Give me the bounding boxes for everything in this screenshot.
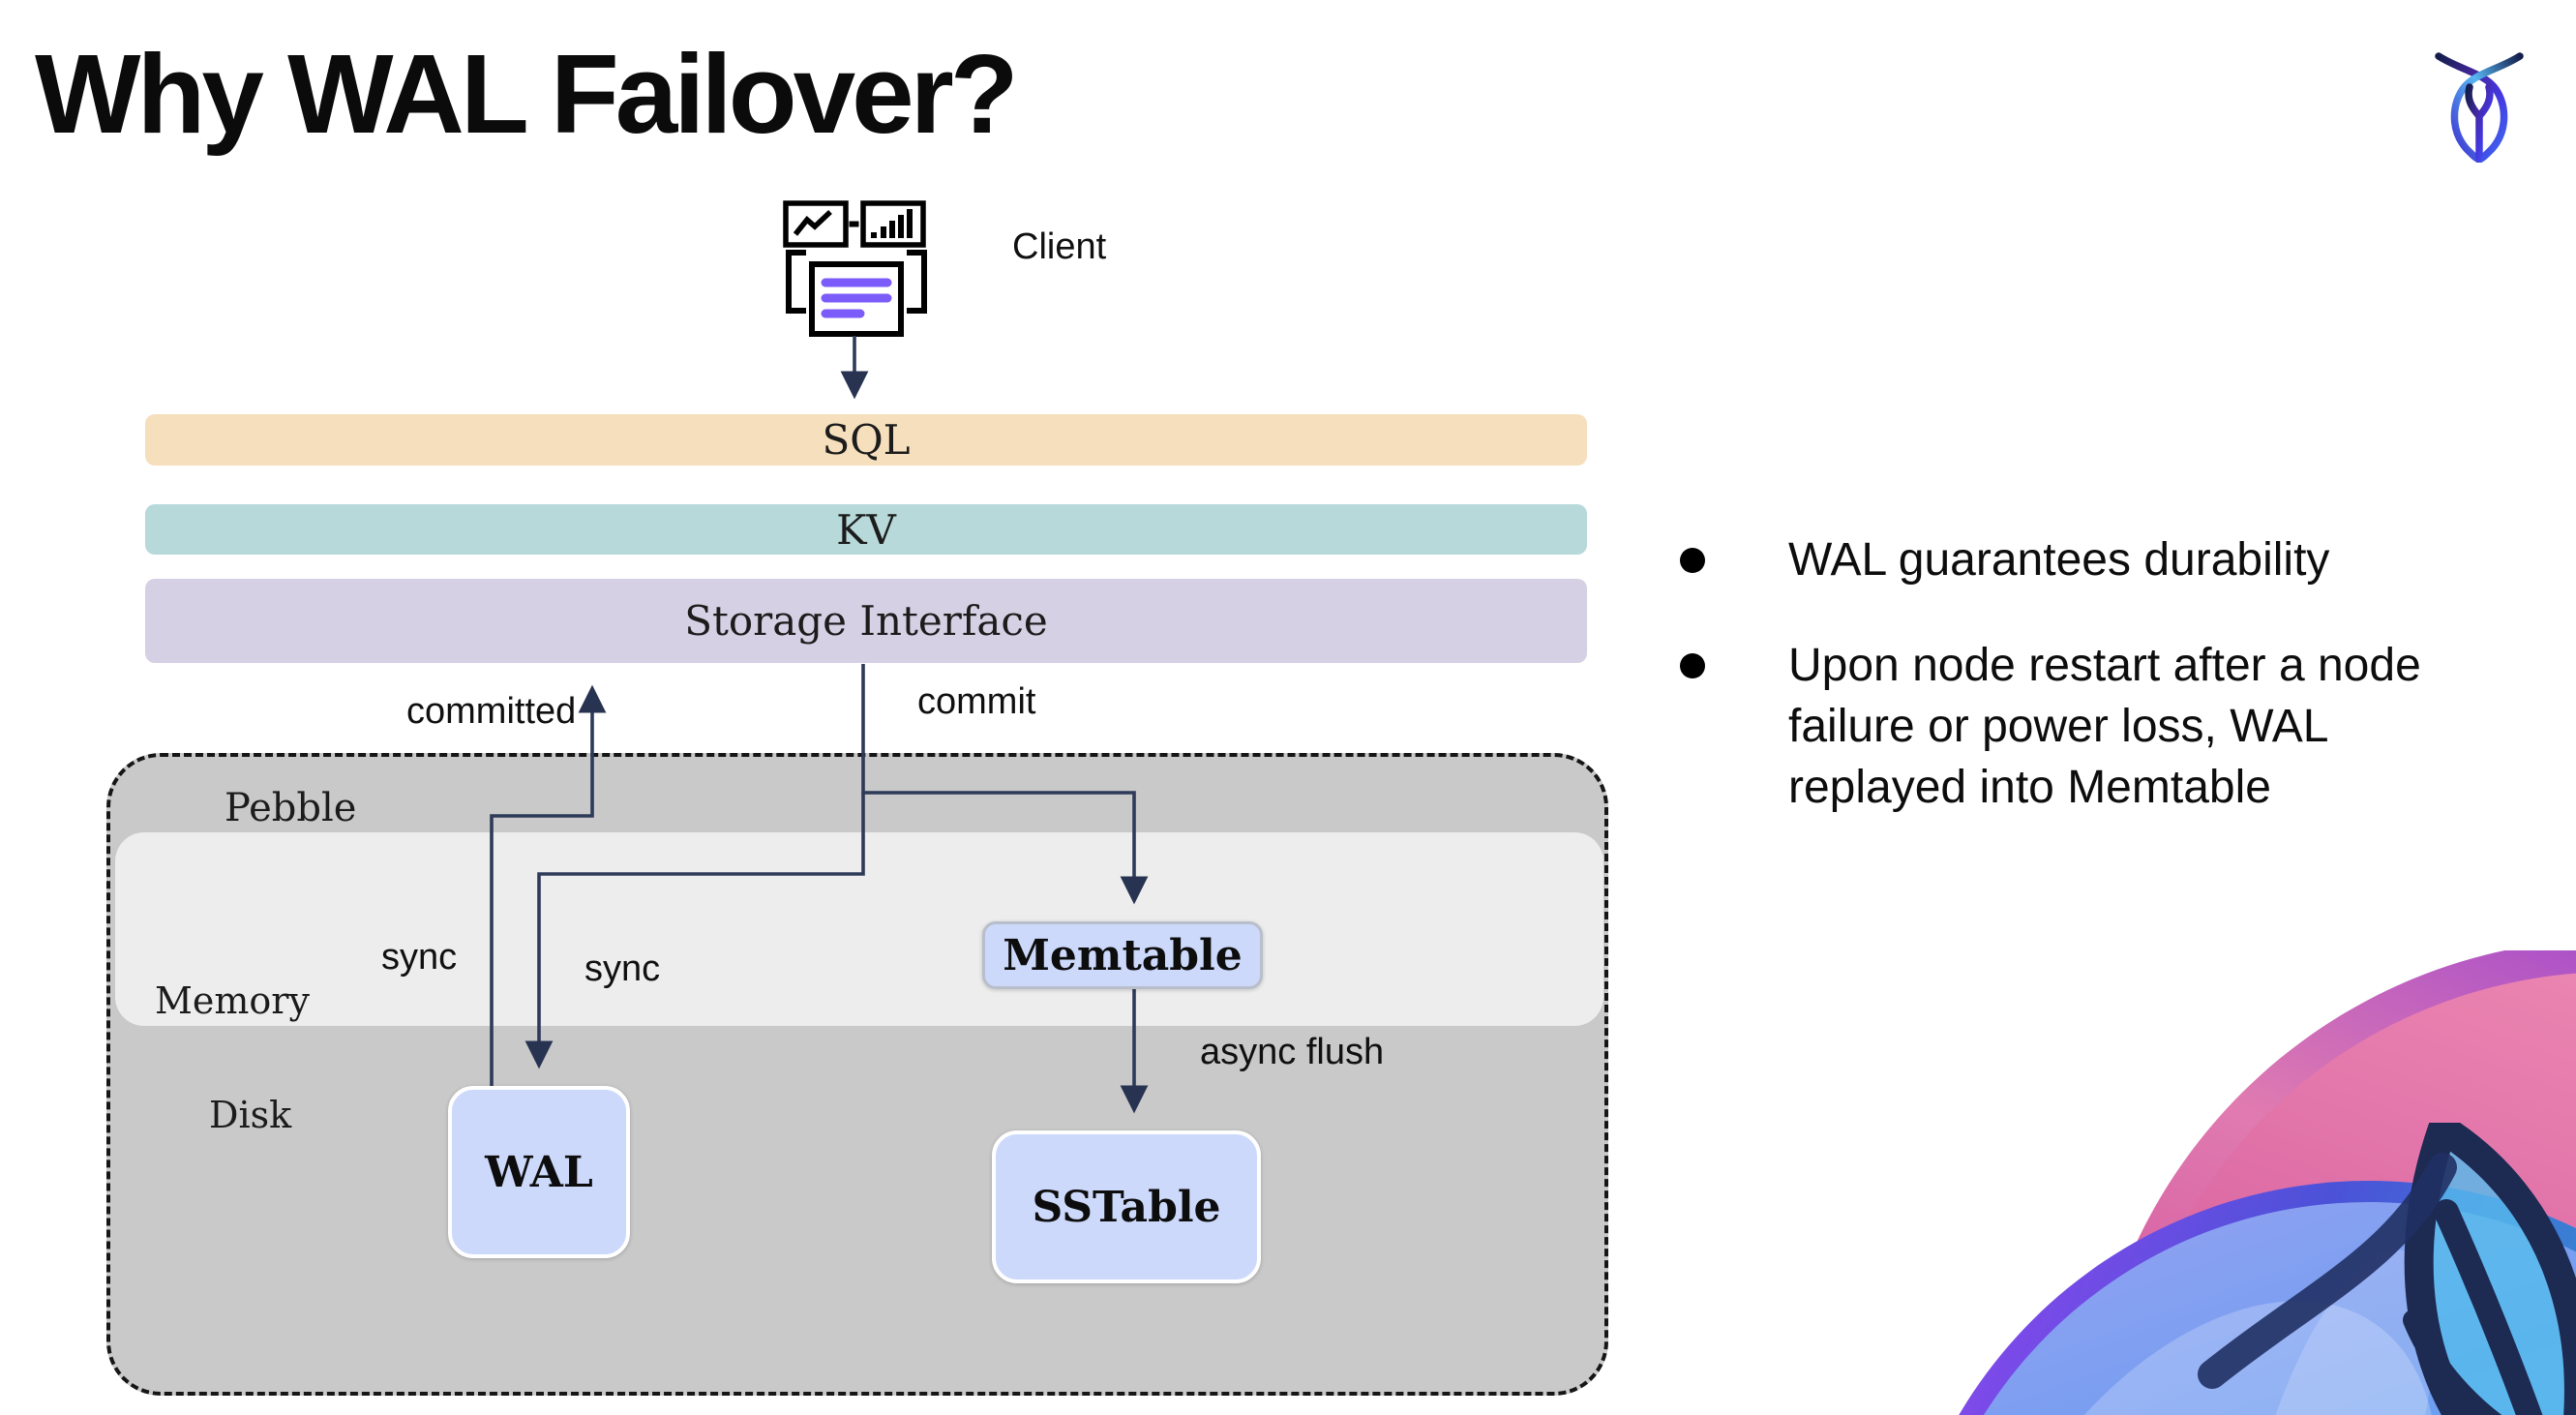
client-terminals-icon bbox=[783, 200, 927, 337]
committed-label: committed bbox=[406, 691, 577, 732]
sstable-node-label: SSTable bbox=[1032, 1182, 1221, 1232]
layer-kv: KV bbox=[145, 504, 1587, 555]
list-item: Upon node restart after a node failure o… bbox=[1680, 636, 2561, 819]
layer-storage-interface-label: Storage Interface bbox=[684, 597, 1048, 645]
wal-node-label: WAL bbox=[485, 1147, 593, 1197]
wal-node: WAL bbox=[448, 1086, 630, 1258]
list-item: WAL guarantees durability bbox=[1680, 530, 2561, 591]
bullet-dot bbox=[1680, 652, 1705, 678]
dash-connector bbox=[849, 221, 859, 227]
bullet-text: WAL guarantees durability bbox=[1788, 534, 2330, 586]
cockroachdb-logo-icon bbox=[2435, 52, 2524, 163]
bullet-text: Upon node restart after a node failure o… bbox=[1788, 639, 2421, 813]
roach-glyph-overlay bbox=[2198, 1123, 2576, 1415]
pebble-label: Pebble bbox=[225, 786, 357, 830]
cockroachdb-brand-art bbox=[1949, 950, 2576, 1415]
client-label: Client bbox=[1012, 226, 1107, 267]
left-bracket bbox=[786, 250, 806, 314]
right-bracket bbox=[907, 250, 927, 314]
bullet-list: WAL guarantees durability Upon node rest… bbox=[1680, 530, 2561, 863]
bullet-dot bbox=[1680, 548, 1705, 573]
slide-title: Why WAL Failover? bbox=[35, 31, 1019, 157]
memory-label: Memory bbox=[155, 979, 310, 1022]
line-chart-glyph bbox=[793, 209, 832, 236]
line-chart-panel-icon bbox=[783, 200, 849, 248]
sync-left-label: sync bbox=[381, 937, 458, 978]
sstable-node: SSTable bbox=[992, 1130, 1261, 1283]
memtable-node: Memtable bbox=[982, 921, 1263, 989]
memtable-node-label: Memtable bbox=[1003, 930, 1243, 980]
layer-sql-label: SQL bbox=[822, 416, 911, 464]
layer-sql: SQL bbox=[145, 414, 1587, 466]
sync-right-label: sync bbox=[584, 948, 661, 989]
commit-label: commit bbox=[917, 681, 1036, 722]
layer-storage-interface: Storage Interface bbox=[145, 579, 1587, 663]
layer-kv-label: KV bbox=[836, 505, 896, 554]
disk-label: Disk bbox=[209, 1094, 292, 1136]
async-flush-label: async flush bbox=[1200, 1032, 1385, 1072]
memory-band bbox=[115, 832, 1603, 1026]
